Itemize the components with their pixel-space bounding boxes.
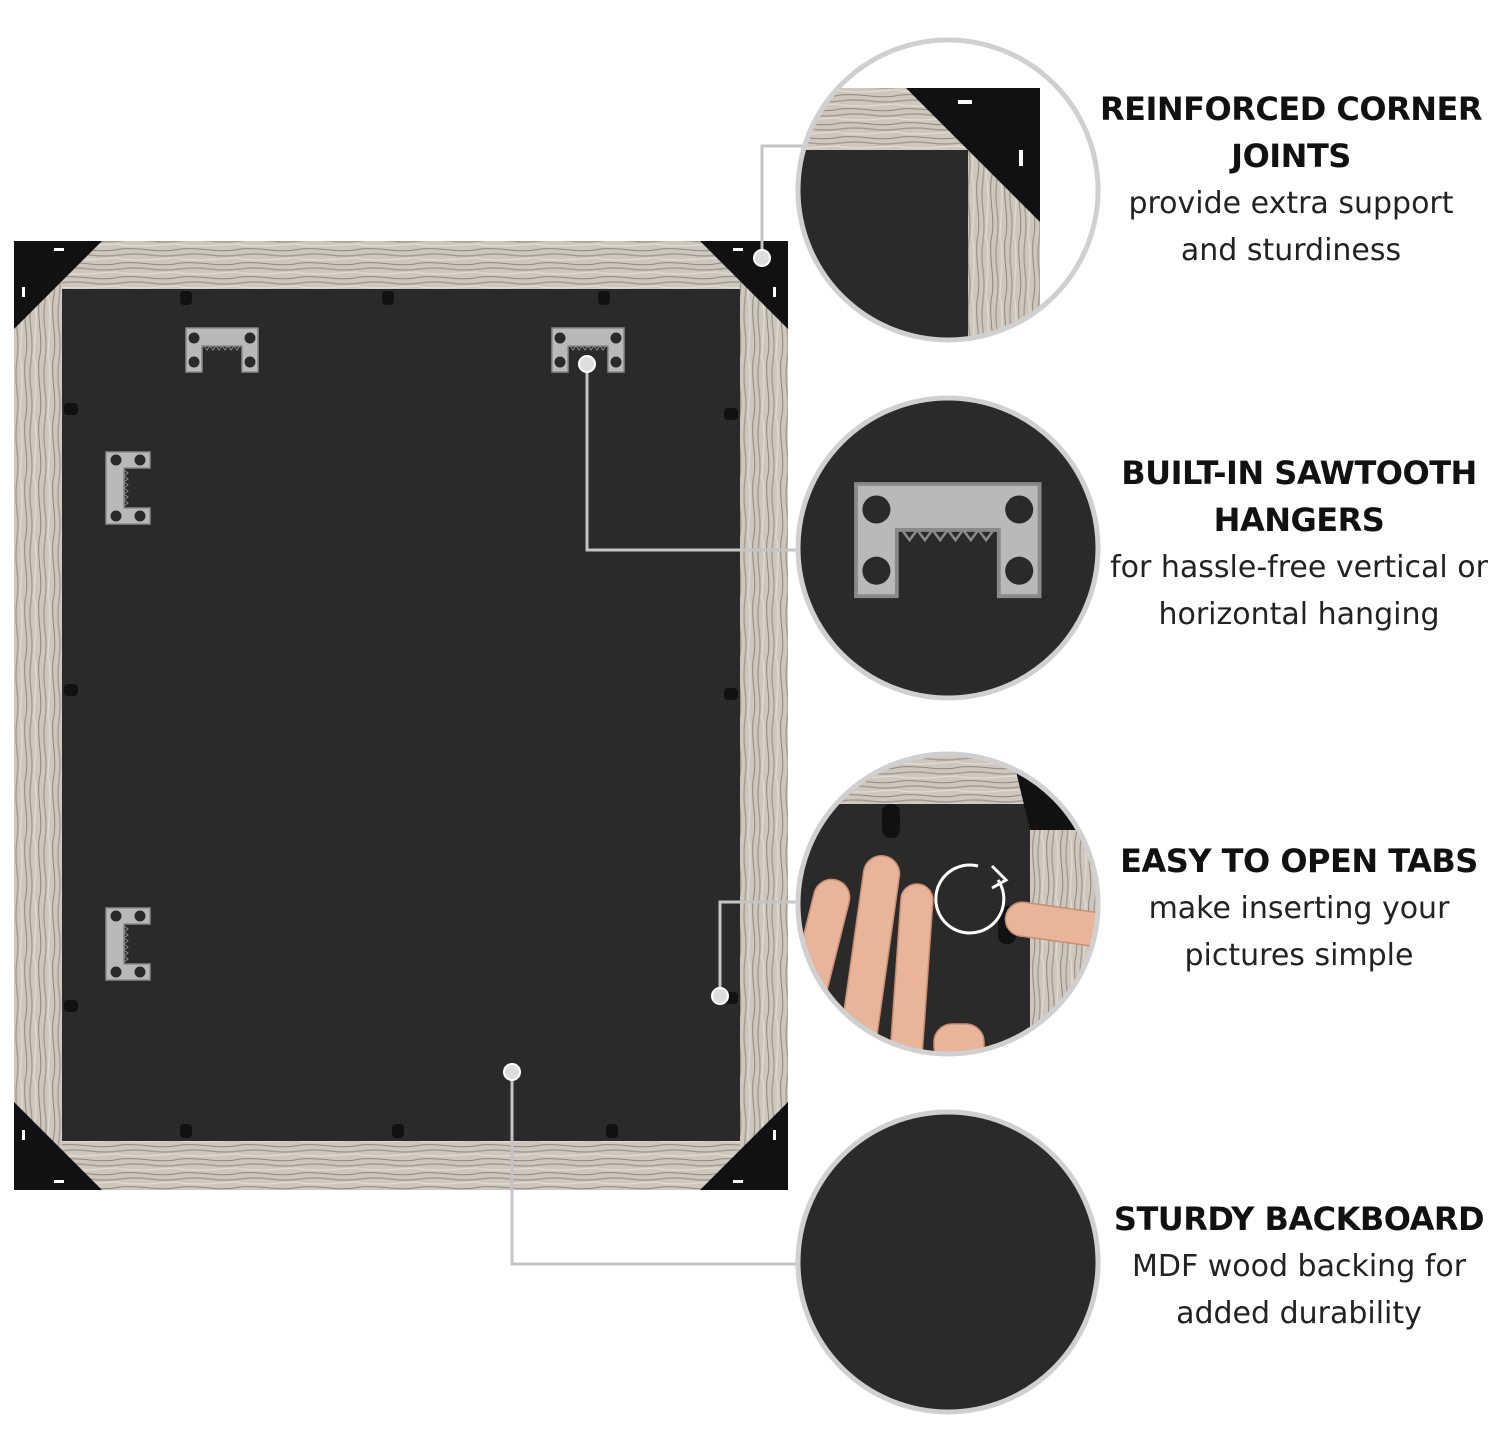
corner-joint-icon <box>906 88 1040 222</box>
feature-description: for hassle-free vertical or horizontal h… <box>1110 550 1488 632</box>
feature-heading: EASY TO OPEN TABS <box>1120 842 1478 880</box>
frame-right-rail <box>740 241 788 1190</box>
feature-description: make inserting your pictures simple <box>1148 891 1450 973</box>
frame-left-rail <box>14 241 62 1190</box>
frame-bottom-rail <box>14 1141 788 1190</box>
feature-sawtooth-hangers: BUILT-IN SAWTOOTH HANGERS for hassle-fre… <box>1104 450 1494 638</box>
callout-line-tab <box>718 900 798 996</box>
backboard-panel <box>62 289 740 1141</box>
callout-line-corner <box>760 144 804 258</box>
picture-frame-back <box>14 241 788 1190</box>
feature-heading: BUILT-IN SAWTOOTH HANGERS <box>1121 454 1477 539</box>
backboard-icon <box>798 1112 1098 1412</box>
feature-open-tabs: EASY TO OPEN TABS make inserting your pi… <box>1104 838 1494 979</box>
callout-lines <box>510 144 804 1266</box>
zoom-circle-backboard <box>795 1109 1101 1415</box>
frame-tab-icon <box>64 291 738 1138</box>
feature-description: provide extra support and sturdiness <box>1128 186 1454 268</box>
callout-dots <box>503 249 771 1081</box>
feature-heading: REINFORCED CORNER JOINTS <box>1099 90 1483 175</box>
callout-line-hanger <box>585 364 798 552</box>
corner-bracket-icon <box>14 241 102 329</box>
rotate-arrow-icon <box>934 863 1009 935</box>
zoom-circle-corner <box>795 37 1101 343</box>
feature-backboard: STURDY BACKBOARD MDF wood backing for ad… <box>1104 1196 1494 1337</box>
feature-corner-joints: REINFORCED CORNER JOINTS provide extra s… <box>1096 86 1486 274</box>
zoom-circle-tab <box>795 751 1101 1057</box>
feature-heading: STURDY BACKBOARD <box>1113 1200 1485 1238</box>
corner-bracket-icon <box>14 1102 102 1190</box>
frame-top-rail <box>14 241 788 289</box>
feature-description: MDF wood backing for added durability <box>1131 1249 1467 1331</box>
zoom-circle-hanger <box>795 395 1101 701</box>
callout-line-backboard <box>510 1072 798 1266</box>
corner-bracket-icon <box>700 1102 788 1190</box>
